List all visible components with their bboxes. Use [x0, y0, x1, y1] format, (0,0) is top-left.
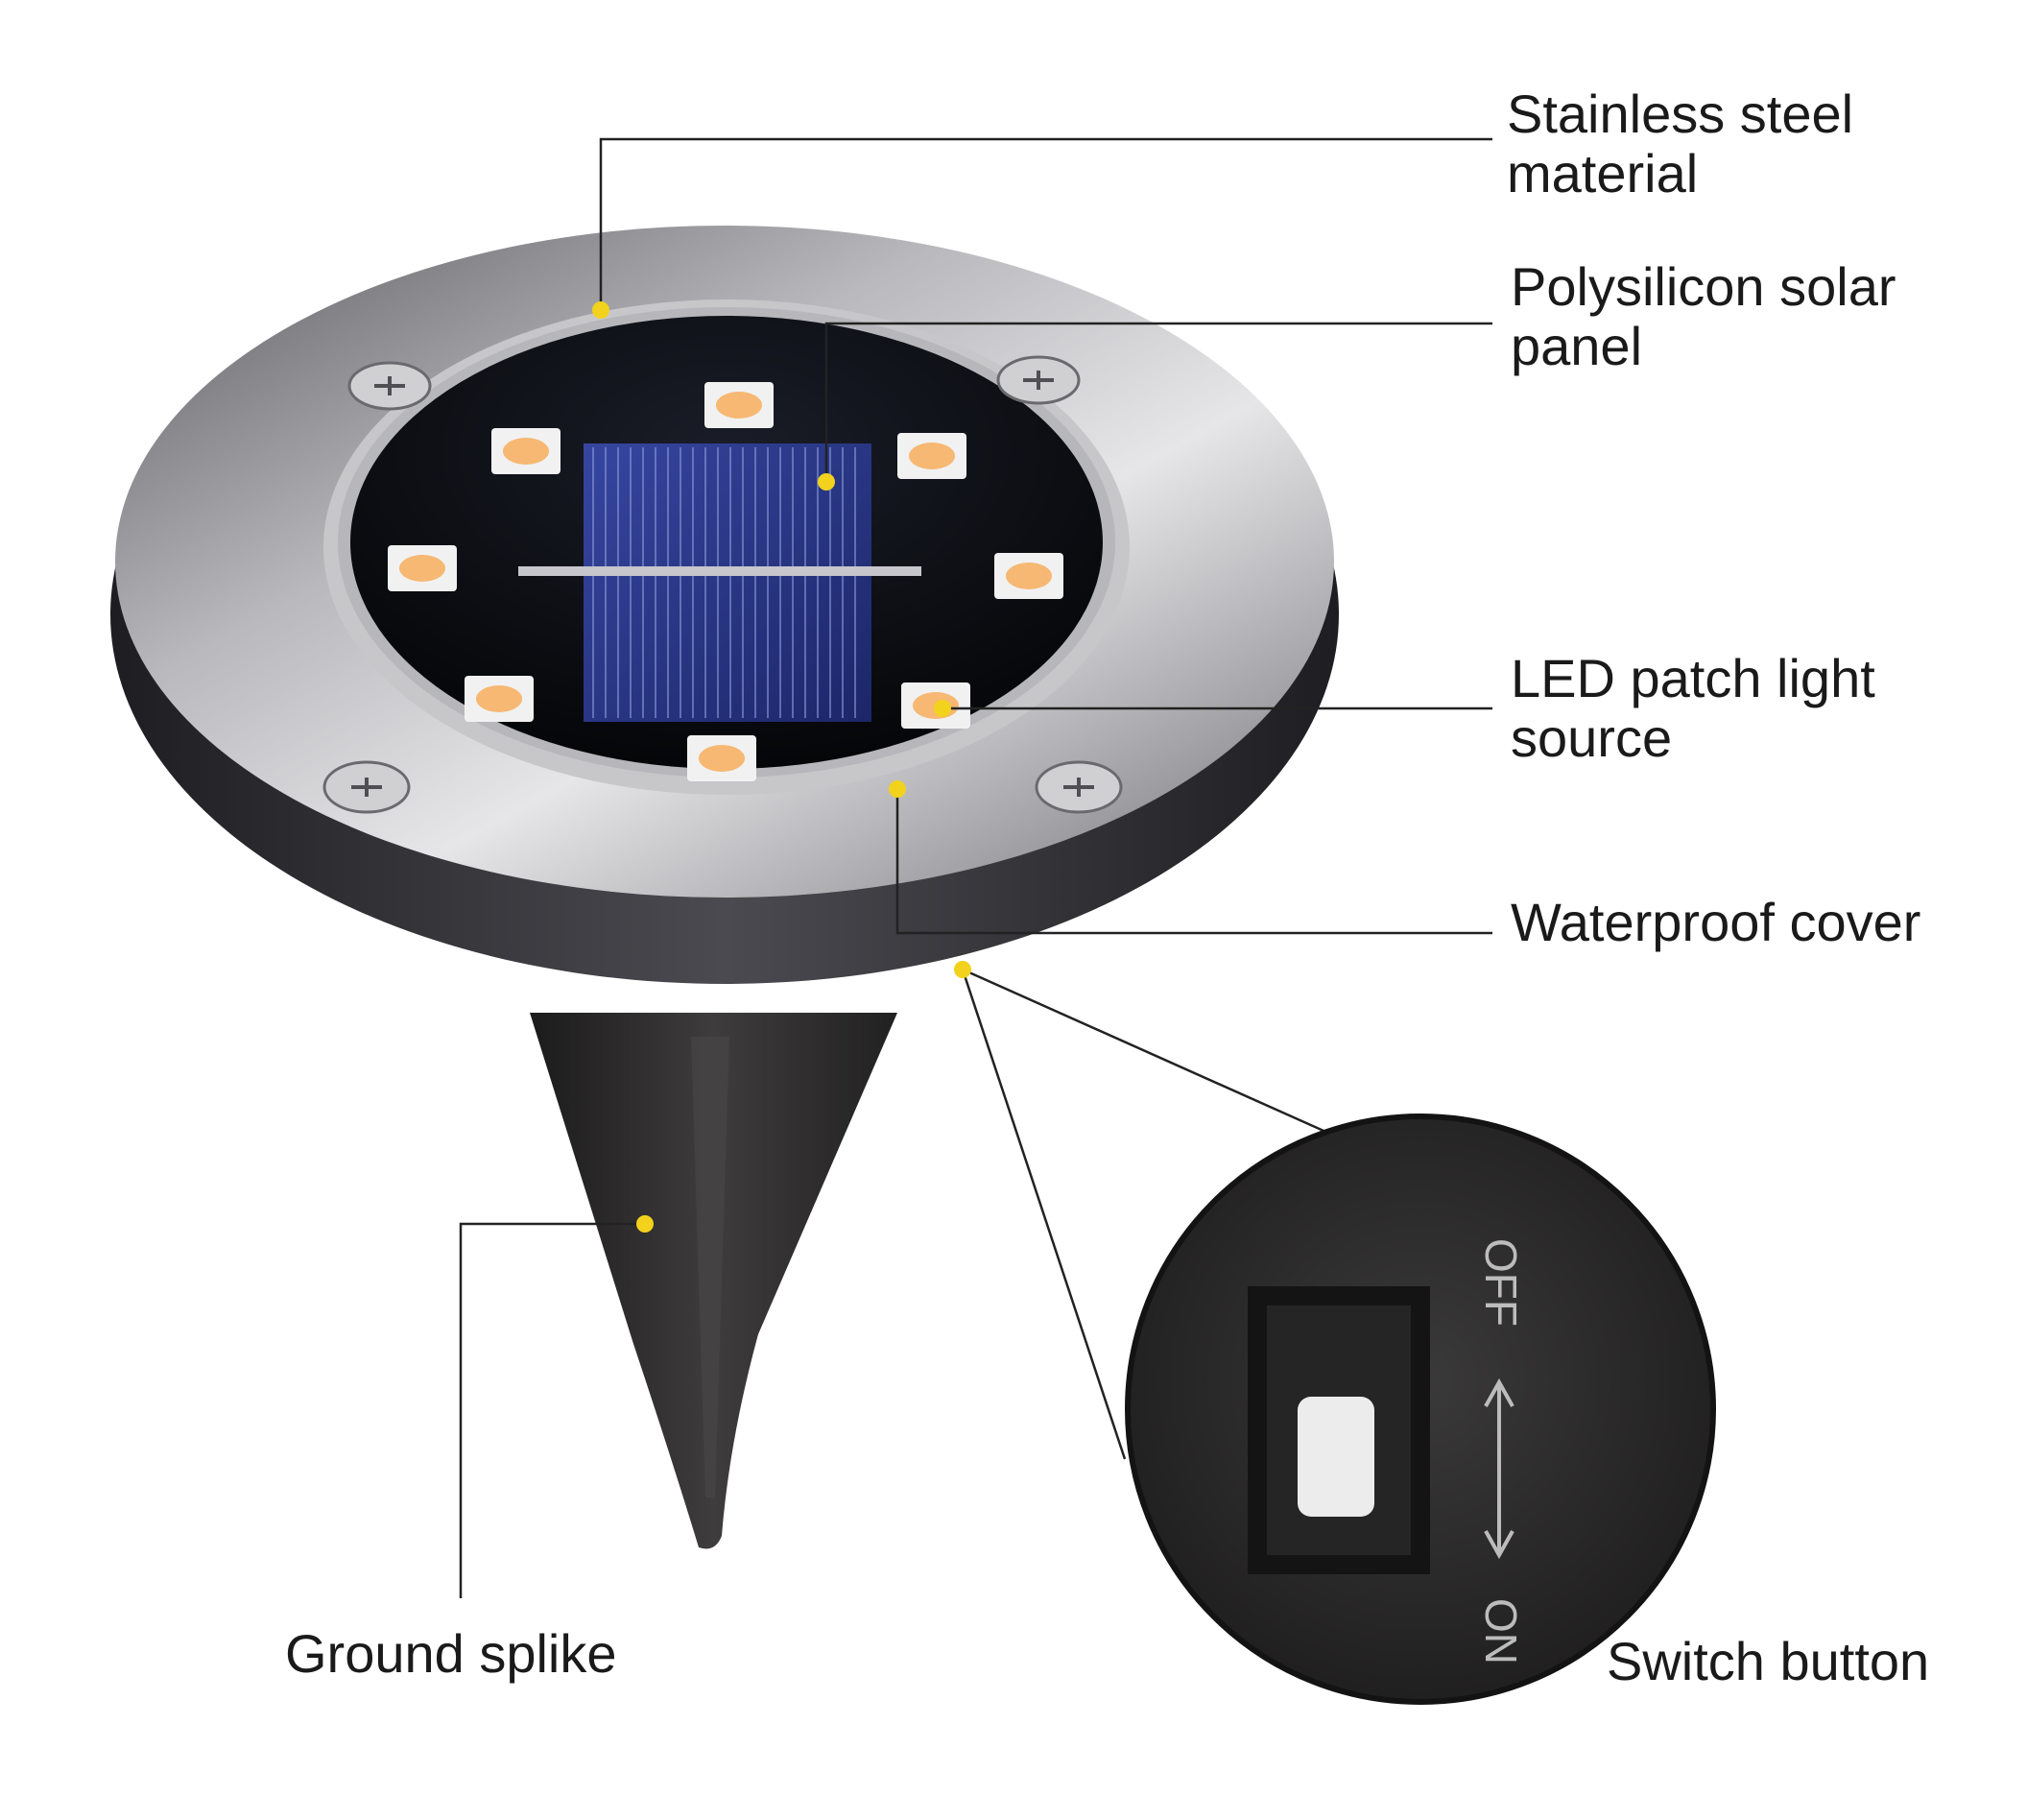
screw-bottom-left	[322, 760, 411, 814]
leader-switch-bottom	[961, 969, 1127, 1460]
markers	[592, 301, 971, 1233]
label-switch-button: Switch button	[1607, 1631, 1930, 1691]
label-waterproof-cover: Waterproof cover	[1511, 892, 1921, 952]
led-chip	[491, 428, 560, 474]
marker-steel	[592, 301, 609, 319]
led-chip	[465, 676, 534, 722]
screw-top-left	[347, 361, 432, 411]
switch-off-text: OFF	[1476, 1238, 1526, 1327]
led-chips	[388, 382, 1063, 781]
label-solar-panel: Polysilicon solar panel	[1511, 257, 1896, 376]
leader-lines	[459, 137, 1492, 1598]
led-chip	[897, 433, 966, 479]
screw-top-right	[996, 355, 1081, 405]
switch-toggle	[1298, 1397, 1374, 1517]
led-chip	[388, 545, 457, 591]
leader-solar	[824, 322, 1492, 480]
label-stainless-steel-line2: material	[1507, 143, 1699, 204]
label-ground-spike: Ground splike	[285, 1623, 617, 1684]
label-led-source-line1: LED patch light	[1511, 648, 1875, 708]
label-led-source-line2: source	[1511, 707, 1673, 768]
ground-spike	[530, 1013, 897, 1549]
screw-bottom-right	[1035, 760, 1123, 814]
led-chip	[994, 553, 1063, 599]
marker-waterproof	[889, 780, 906, 798]
switch-on-text: ON	[1476, 1598, 1526, 1664]
leader-spike	[459, 1222, 645, 1598]
led-chip	[687, 735, 756, 781]
label-stainless-steel-line1: Stainless steel	[1507, 84, 1854, 144]
marker-solar	[818, 473, 835, 491]
marker-led	[934, 700, 951, 717]
marker-spike	[636, 1215, 654, 1233]
label-solar-panel-line1: Polysilicon solar	[1511, 256, 1896, 317]
label-stainless-steel: Stainless steel material	[1507, 84, 1853, 204]
arrow-icon	[1484, 1377, 1514, 1560]
label-solar-panel-line2: panel	[1511, 316, 1643, 376]
leader-waterproof	[895, 794, 1492, 935]
marker-switch	[954, 961, 971, 978]
leader-steel	[599, 137, 1492, 307]
label-led-source: LED patch light source	[1511, 649, 1875, 768]
switch-inset: OFF ON	[1125, 1114, 1716, 1705]
led-chip	[704, 382, 774, 428]
